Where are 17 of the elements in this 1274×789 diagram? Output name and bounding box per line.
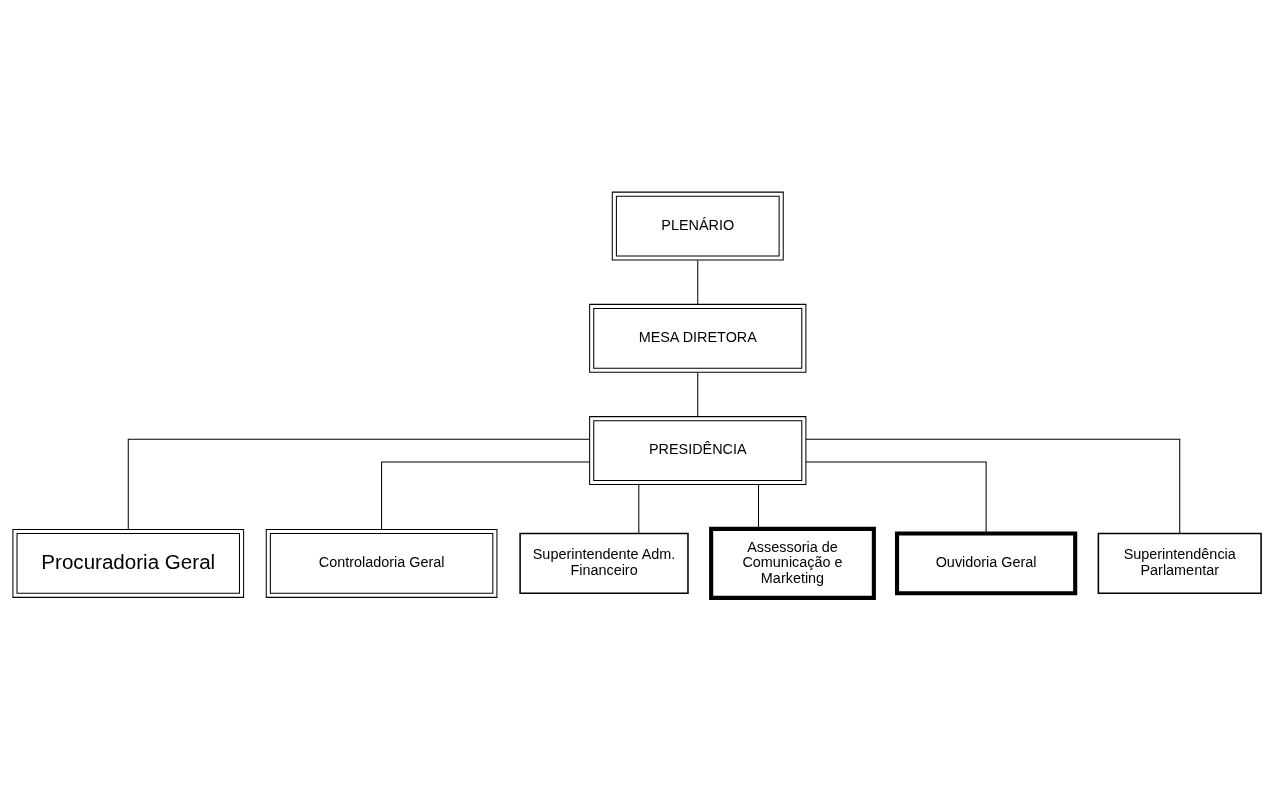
connector <box>805 438 1181 534</box>
node-box: PRESIDÊNCIA <box>589 415 807 485</box>
connector <box>638 483 640 534</box>
connector <box>381 460 590 530</box>
node-box: Assessoria de Comunicação e Marketing <box>709 526 876 600</box>
node-box: PLENÁRIO <box>611 191 784 261</box>
connector <box>127 438 590 530</box>
node-box: Ouvidoria Geral <box>895 530 1078 595</box>
node-box: Superintendente Adm. Financeiro <box>519 532 689 594</box>
node-box: Superintendência Parlamentar <box>1097 532 1262 594</box>
connector <box>758 483 760 529</box>
connector <box>805 460 987 534</box>
node-box: Controladoria Geral <box>265 528 498 598</box>
node-box: Procuradoria Geral <box>12 528 245 598</box>
node-box: MESA DIRETORA <box>589 303 807 373</box>
connector <box>697 371 699 417</box>
connector <box>697 259 699 305</box>
